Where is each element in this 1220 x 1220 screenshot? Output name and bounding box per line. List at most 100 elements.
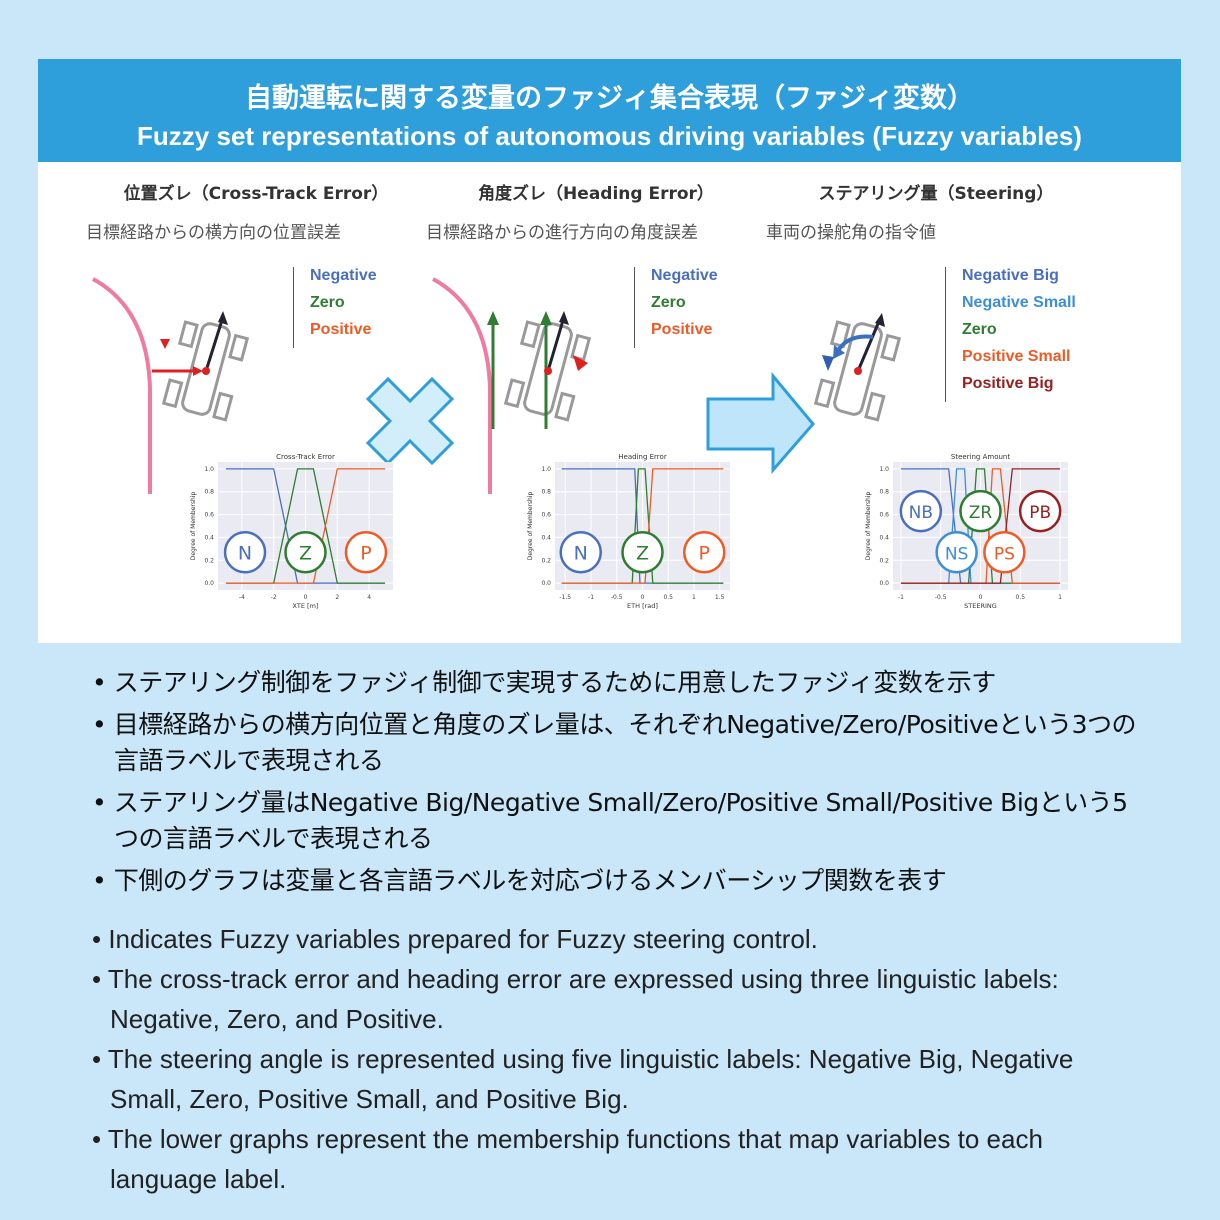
label-list-steering: Negative Big Negative Small Zero Positiv…	[945, 267, 1076, 402]
car-icon	[813, 320, 902, 422]
badge-label: N	[238, 542, 252, 564]
y-tick-label: 0.0	[541, 580, 551, 587]
badge-label: N	[574, 542, 588, 564]
x-tick-label: 2	[335, 594, 339, 601]
label-list-xte: Negative Zero Positive	[293, 267, 377, 348]
x-tick-label: -0.5	[611, 594, 623, 601]
title-en: Fuzzy set representations of autonomous …	[137, 121, 1082, 151]
x-tick-label: 0	[304, 594, 308, 601]
y-tick-label: 1.0	[879, 466, 889, 473]
y-axis-label: Degree of Membership	[865, 492, 872, 561]
label-positive-small: Positive Small	[962, 348, 1071, 365]
label-negative-small: Negative Small	[962, 294, 1076, 311]
series-line-p	[561, 468, 724, 584]
y-tick-label: 0.6	[879, 512, 889, 519]
x-tick-label: -1.5	[559, 594, 571, 601]
label-list-eth: Negative Zero Positive	[634, 267, 718, 348]
chart-title: Steering Amount	[951, 453, 1010, 461]
y-tick-label: 0.6	[541, 512, 551, 519]
badge-label: NS	[945, 544, 969, 564]
badge-z	[284, 531, 327, 574]
chart-heading-error: Heading Error 0.0 0.2 0.4 0.6 0.8 1.0 -1.5 -1 -0.…	[527, 453, 730, 610]
arrow-right-icon	[706, 371, 815, 475]
column-title: 位置ズレ（Cross-Track Error）	[123, 184, 389, 204]
label-positive: Positive	[310, 321, 372, 338]
eth-illustration	[432, 277, 592, 494]
bullet-jp: • 目標経路からの横方向位置と角度のズレ量は、それぞれNegative/Zero…	[92, 710, 1137, 775]
badge-ps	[983, 531, 1026, 574]
x-tick-label: 4	[367, 594, 371, 601]
badge-p	[683, 531, 726, 574]
badge-label: NB	[909, 503, 933, 523]
badge-n	[559, 531, 602, 574]
badge-pb	[1018, 489, 1062, 533]
x-tick-label: 0	[979, 594, 983, 601]
badge-nb	[899, 489, 943, 533]
label-zero: Zero	[310, 294, 345, 311]
y-axis-label: Degree of Membership	[190, 492, 197, 561]
xte-illustration	[92, 277, 250, 494]
bullet-en: • The cross-track error and heading erro…	[92, 964, 1059, 1034]
y-tick-label: 0.2	[204, 557, 214, 564]
x-axis-label: XTE [m]	[293, 602, 319, 610]
column-cross-track: 位置ズレ（Cross-Track Error） 目標経路からの横方向の位置誤差	[86, 179, 426, 243]
label-negative-big: Negative Big	[962, 267, 1059, 284]
bullet-en: • The lower graphs represent the members…	[92, 1124, 1043, 1194]
badge-label: P	[360, 542, 371, 564]
label-positive-big: Positive Big	[962, 375, 1054, 392]
header-banner: 自動運転に関する変量のファジィ集合表現（ファジィ変数） Fuzzy set re…	[38, 59, 1181, 162]
x-tick-label: -4	[239, 594, 245, 601]
x-tick-label: -0.5	[935, 594, 947, 601]
series-line-pb	[900, 468, 1061, 584]
chart-title: Heading Error	[618, 453, 667, 461]
y-tick-label: 0.4	[541, 534, 551, 541]
chart-title: Cross-Track Error	[276, 453, 335, 461]
label-negative: Negative	[651, 267, 718, 284]
label-positive: Positive	[651, 321, 713, 338]
column-steering: ステアリング量（Steering） 車両の操舵角の指令値	[766, 179, 1106, 243]
y-tick-label: 0.8	[879, 489, 889, 496]
badge-zr	[959, 489, 1002, 533]
badge-n	[223, 531, 267, 574]
y-tick-label: 0.6	[204, 512, 214, 519]
cross-icon	[365, 376, 455, 466]
column-subtitle: 目標経路からの進行方向の角度誤差	[426, 223, 698, 243]
x-tick-label: -1	[588, 594, 594, 601]
bullet-en: • Indicates Fuzzy variables prepared for…	[92, 924, 818, 954]
y-tick-label: 0.0	[204, 580, 214, 587]
y-tick-label: 1.0	[541, 466, 551, 473]
badge-label: P	[699, 542, 710, 564]
x-tick-label: 1	[1058, 594, 1062, 601]
column-subtitle: 目標経路からの横方向の位置誤差	[86, 223, 341, 243]
x-tick-label: 0	[641, 594, 645, 601]
y-tick-label: 0.2	[541, 557, 551, 564]
label-negative: Negative	[310, 267, 377, 284]
column-subtitle: 車両の操舵角の指令値	[766, 223, 936, 243]
x-tick-label: -1	[898, 594, 904, 601]
label-zero: Zero	[962, 321, 997, 338]
steering-illustration	[813, 313, 902, 422]
car-icon	[161, 320, 250, 422]
x-tick-label: 0.5	[1015, 594, 1025, 601]
y-tick-label: 0.0	[879, 580, 889, 587]
figure-panel: 自動運転に関する変量のファジィ集合表現（ファジィ変数） Fuzzy set re…	[38, 59, 1181, 643]
x-tick-label: -2	[271, 594, 277, 601]
x-tick-label: 1.5	[715, 594, 725, 601]
badge-label: Z	[636, 542, 649, 564]
badge-label: PB	[1029, 503, 1051, 523]
y-tick-label: 0.8	[204, 489, 214, 496]
badge-p	[344, 531, 388, 574]
badge-label: ZR	[969, 503, 993, 523]
bullet-jp: • ステアリング制御をファジィ制御で実現するために用意したファジィ変数を示す	[92, 668, 996, 697]
column-title: 角度ズレ（Heading Error）	[478, 184, 714, 204]
series-line-p	[225, 468, 386, 584]
y-axis-label: Degree of Membership	[527, 492, 534, 561]
badge-label: PS	[994, 544, 1015, 564]
x-axis-label: STEERING	[964, 602, 997, 610]
bullet-en: • The steering angle is represented usin…	[92, 1044, 1074, 1114]
x-axis-label: ETH [rad]	[627, 602, 658, 610]
y-tick-label: 0.8	[541, 489, 551, 496]
x-tick-label: 0.5	[663, 594, 673, 601]
